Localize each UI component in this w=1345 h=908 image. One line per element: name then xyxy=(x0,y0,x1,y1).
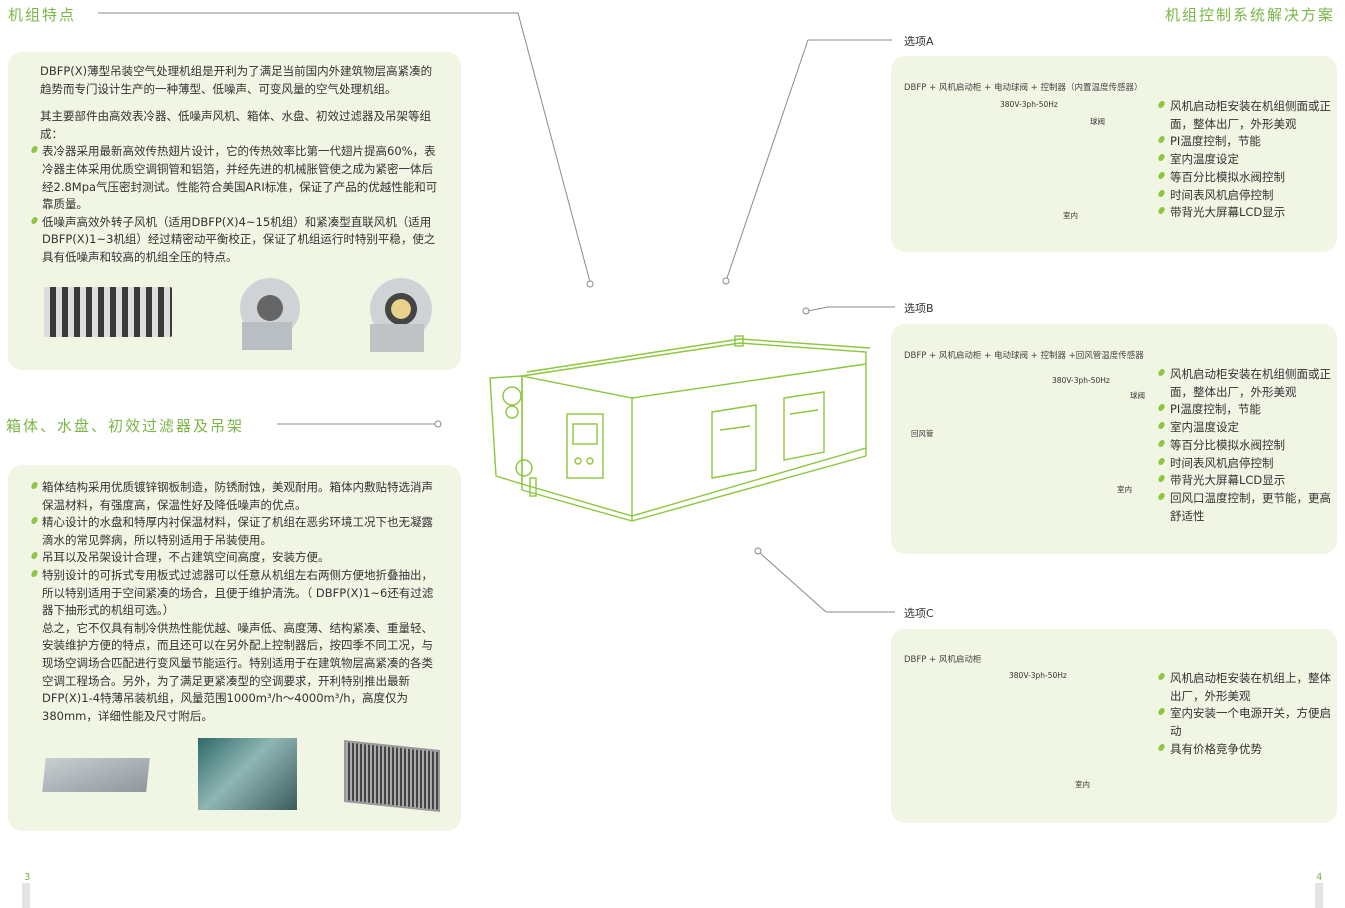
leaf-bullet-icon xyxy=(1158,100,1165,109)
list-item: 风机启动柜安装在机组侧面或正面，整体出厂，外形美观 xyxy=(1157,366,1331,401)
list-item: 等百分比模拟水阀控制 xyxy=(1157,437,1331,455)
list-item: 吊耳以及吊架设计合理，不占建筑空间高度，安装方便。 xyxy=(30,549,442,567)
option-a-features: 风机启动柜安装在机组侧面或正面，整体出厂，外形美观 PI温度控制，节能 室内温度… xyxy=(1157,98,1331,222)
intro-paragraph: DBFP(X)薄型吊装空气处理机组是开利为了满足当前国内外建筑物层高紧凑的趋势而… xyxy=(40,64,433,96)
leaf-bullet-icon xyxy=(1158,743,1165,751)
power-label: 380V-3ph-50Hz xyxy=(1052,376,1110,385)
list-item: 具有价格竞争优势 xyxy=(1157,741,1331,759)
option-a-panel xyxy=(891,56,1337,252)
list-item: 带背光大屏幕LCD显示 xyxy=(1157,204,1331,222)
list-item: 回风口温度控制，更节能，更高舒适性 xyxy=(1157,490,1331,525)
duct-label: 回风管 xyxy=(911,429,934,438)
valve-label: 球阀 xyxy=(1090,117,1105,126)
option-c-subtitle: DBFP + 风机启动柜 xyxy=(904,655,982,665)
room-label: 室内 xyxy=(1117,485,1132,494)
fan-photo xyxy=(364,272,438,356)
option-a-label: 选项A xyxy=(904,35,934,48)
leaf-bullet-icon xyxy=(1158,475,1165,483)
option-b-features: 风机启动柜安装在机组侧面或正面，整体出厂，外形美观 PI温度控制，节能 室内温度… xyxy=(1157,366,1331,525)
leaf-bullet-icon xyxy=(31,517,38,525)
list-item: 室内温度设定 xyxy=(1157,151,1331,169)
leader-dot xyxy=(754,547,762,555)
list-item: 精心设计的水盘和特厚内衬保温材料，保证了机组在恶劣环境工况下也无凝露滴水的常见弊… xyxy=(30,514,442,549)
section-title-features: 机组特点 xyxy=(8,6,77,24)
option-b-subtitle: DBFP + 风机启动柜 + 电动球阀 + 控制器 +回风管温度传感器 xyxy=(904,351,1144,361)
leaf-bullet-icon xyxy=(1158,207,1165,215)
section-title-casing: 箱体、水盘、初效过滤器及吊架 xyxy=(6,417,245,435)
option-c-features: 风机启动柜安装在机组上，整体出厂，外形美观 室内安装一个电源开关，方便启动 具有… xyxy=(1157,670,1331,759)
list-item: 低噪声高效外转子风机（适用DBFP(X)4~15机组）和紧凑型直联风机（适用DB… xyxy=(30,214,442,267)
leader-line xyxy=(517,12,591,283)
filter-plate-photo xyxy=(42,758,150,792)
leaf-bullet-icon xyxy=(1158,439,1165,447)
power-label: 380V-3ph-50Hz xyxy=(1009,671,1067,680)
option-a-subtitle: DBFP + 风机启动柜 + 电动球阀 + 控制器（内置温度传感器） xyxy=(904,83,1143,93)
list-item: PI温度控制，节能 xyxy=(1157,401,1331,419)
leader-dot xyxy=(722,277,730,285)
list-item: 箱体结构采用优质镀锌钢板制造，防锈耐蚀，美观耐用。箱体内敷贴特选消声保温材料，有… xyxy=(30,479,442,514)
summary-paragraph: 总之，它不仅具有制冷供热性能优越、噪声低、高度薄、结构紧凑、重量轻、安装维护方便… xyxy=(42,620,433,723)
fan-photo xyxy=(234,272,306,354)
list-item: 风机启动柜安装在机组侧面或正面，整体出厂，外形美观 xyxy=(1157,98,1331,133)
leaf-bullet-icon xyxy=(1158,492,1165,500)
list-item: PI温度控制，节能 xyxy=(1157,133,1331,151)
leader-line xyxy=(726,39,809,279)
leader-dot xyxy=(434,420,442,428)
leader-line xyxy=(759,552,827,613)
option-b-panel xyxy=(891,324,1337,554)
leaf-bullet-icon xyxy=(1158,154,1165,162)
leaf-bullet-icon xyxy=(31,569,38,577)
components-intro: 其主要部件由高效表冷器、低噪声风机、箱体、水盘、初效过滤器及吊架等组成： xyxy=(40,109,431,141)
list-item: 室内安装一个电源开关，方便启动 xyxy=(1157,705,1331,740)
leaf-bullet-icon xyxy=(1158,189,1165,197)
list-item: 时间表风机启停控制 xyxy=(1157,187,1331,205)
option-c-label: 选项C xyxy=(904,607,934,620)
leaf-bullet-icon xyxy=(1158,457,1165,465)
leaf-bullet-icon xyxy=(31,481,38,490)
list-item: 带背光大屏幕LCD显示 xyxy=(1157,472,1331,490)
room-label: 室内 xyxy=(1075,780,1090,789)
option-b-label: 选项B xyxy=(904,302,934,315)
page-title: 机组控制系统解决方案 xyxy=(1164,6,1335,24)
leader-dot xyxy=(586,280,594,288)
leaf-bullet-icon xyxy=(1158,422,1165,430)
list-item: 风机启动柜安装在机组上，整体出厂，外形美观 xyxy=(1157,670,1331,705)
room-label: 室内 xyxy=(1063,211,1078,220)
power-label: 380V-3ph-50Hz xyxy=(1000,100,1058,109)
casing-text: 箱体结构采用优质镀锌钢板制造，防锈耐蚀，美观耐用。箱体内敷贴特选消声保温材料，有… xyxy=(30,479,442,725)
leaf-bullet-icon xyxy=(31,216,38,224)
list-item: 时间表风机启停控制 xyxy=(1157,455,1331,473)
option-c-panel xyxy=(891,629,1337,823)
coil-fin-photo xyxy=(44,287,172,337)
leaf-bullet-icon xyxy=(1158,708,1165,716)
filter-grille-photo xyxy=(344,739,440,813)
leaf-bullet-icon xyxy=(31,552,38,560)
leaf-bullet-icon xyxy=(31,146,38,154)
valve-label: 球阀 xyxy=(1130,391,1145,400)
leaf-bullet-icon xyxy=(1158,672,1165,681)
leaf-bullet-icon xyxy=(1158,404,1165,412)
leader-line xyxy=(807,306,829,312)
leaf-bullet-icon xyxy=(1158,171,1165,179)
list-item: 等百分比模拟水阀控制 xyxy=(1157,169,1331,187)
features-text: DBFP(X)薄型吊装空气处理机组是开利为了满足当前国内外建筑物层高紧凑的趋势而… xyxy=(31,63,442,267)
leader-dot xyxy=(802,307,810,315)
page-number: 3 xyxy=(24,872,31,883)
leaf-bullet-icon xyxy=(1158,136,1165,144)
drain-pan-photo xyxy=(198,738,297,810)
list-item: 表冷器采用最新高效传热翅片设计，它的传热效率比第一代翅片提高60%，表冷器主体采… xyxy=(30,143,442,213)
leaf-bullet-icon xyxy=(1158,368,1165,377)
ahu-unit-drawing xyxy=(489,335,871,522)
list-item: 室内温度设定 xyxy=(1157,419,1331,437)
page-number: 4 xyxy=(1316,872,1323,883)
list-item: 特别设计的可拆式专用板式过滤器可以任意从机组左右两侧方便地折叠抽出，所以特别适用… xyxy=(30,567,442,620)
